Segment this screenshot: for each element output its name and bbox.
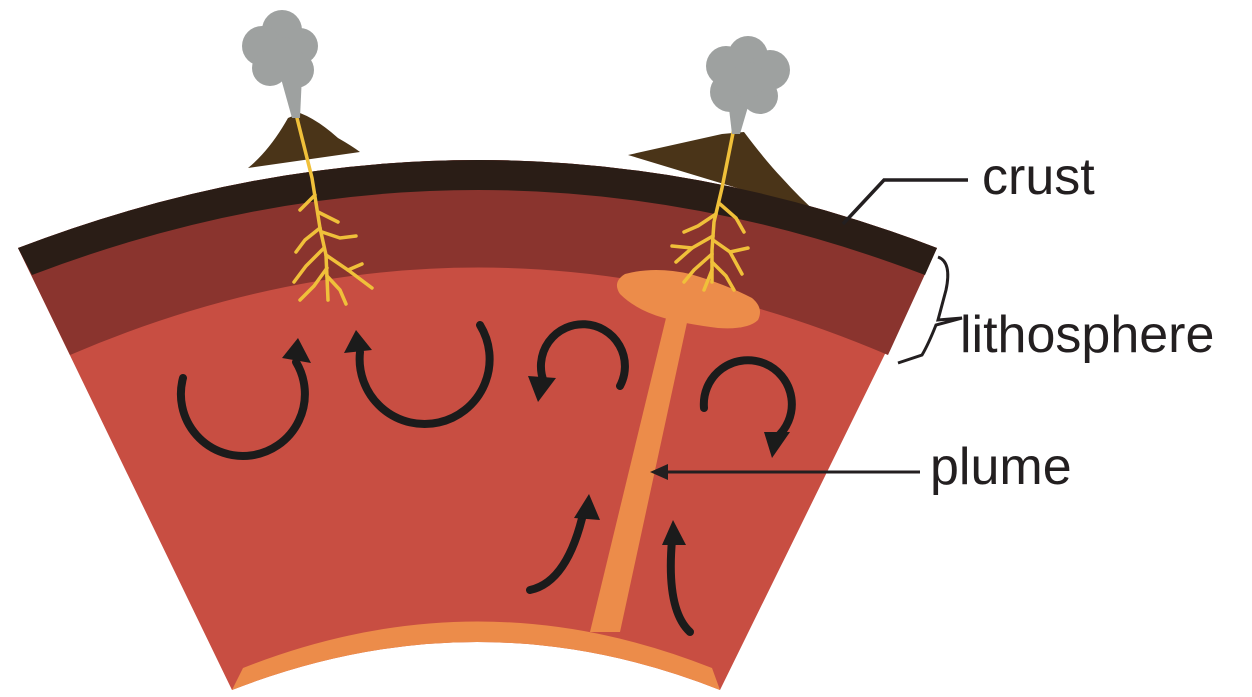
crust-label: crust bbox=[982, 148, 1095, 206]
smoke-cloud-right bbox=[706, 36, 790, 114]
lithosphere-label: lithosphere bbox=[960, 306, 1214, 364]
crust-leader-line bbox=[843, 180, 968, 224]
plume-label: plume bbox=[930, 438, 1072, 496]
smoke-cloud-left bbox=[242, 10, 318, 88]
